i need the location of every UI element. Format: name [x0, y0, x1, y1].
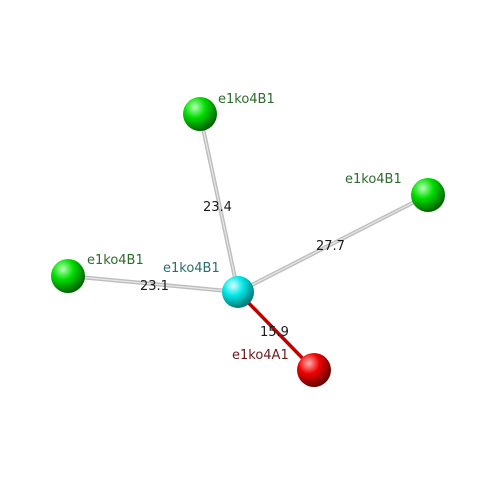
edge-center-right-highlight [237, 194, 429, 293]
edge-label-center-top: 23.4 [203, 200, 232, 215]
node-label-left: e1ko4B1 [87, 253, 144, 268]
node-left-sphere[interactable] [51, 259, 85, 293]
node-label-bottom: e1ko4A1 [232, 348, 289, 363]
edge-label-center-left: 23.1 [140, 279, 169, 294]
node-right-sphere[interactable] [411, 178, 445, 212]
node-label-top: e1ko4B1 [218, 92, 275, 107]
edge-label-center-bottom: 15.9 [260, 325, 289, 340]
node-label-center: e1ko4B1 [163, 261, 220, 276]
node-top-sphere[interactable] [183, 97, 217, 131]
edge-label-center-right: 27.7 [316, 239, 345, 254]
edge-center-left-highlight [67, 275, 239, 293]
nodes [51, 97, 445, 387]
edge-center-top-highlight [199, 113, 239, 293]
node-labels: e1ko4B1 e1ko4B1 e1ko4B1 e1ko4B1 e1ko4A1 [87, 92, 402, 363]
node-label-right: e1ko4B1 [345, 172, 402, 187]
node-bottom-sphere[interactable] [297, 353, 331, 387]
node-center-sphere[interactable] [222, 276, 254, 308]
edges [66, 112, 430, 372]
edge-labels: 23.4 27.7 23.1 15.9 [140, 200, 345, 340]
edge-center-bottom [236, 290, 316, 372]
